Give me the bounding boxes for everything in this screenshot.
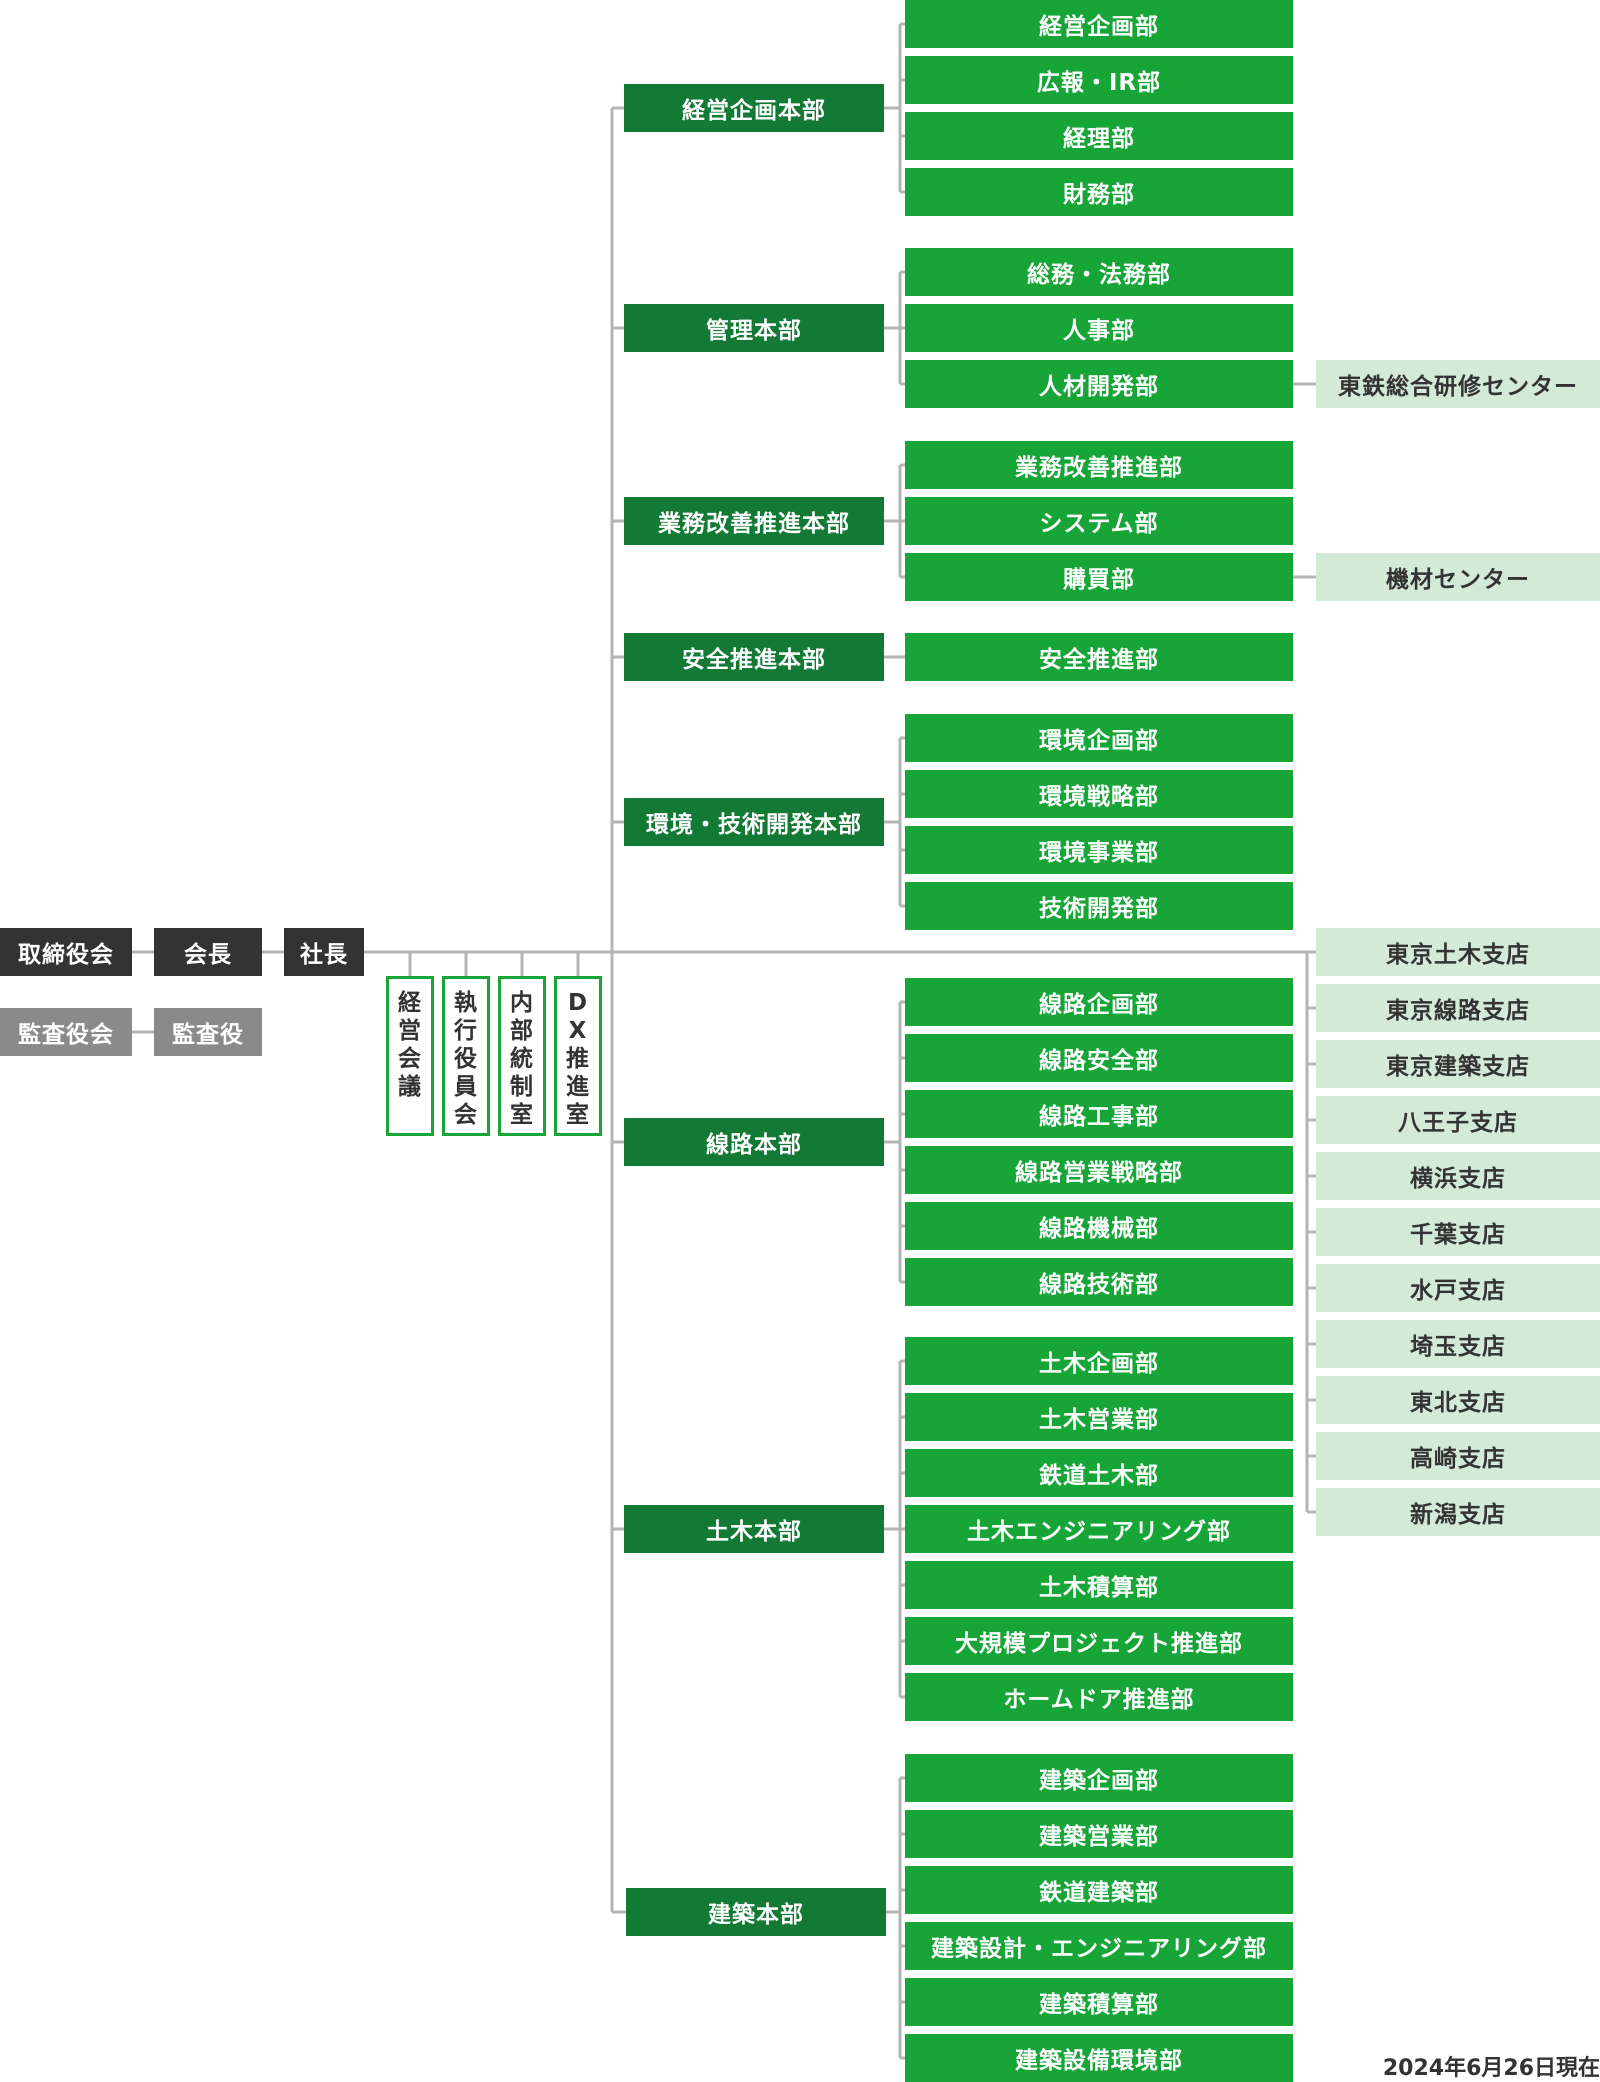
dept-box: 環境企画部: [905, 714, 1293, 762]
dept-box: 安全推進部: [905, 633, 1293, 681]
dept-box: 土木企画部: [905, 1337, 1293, 1385]
branch-box: 八王子支店: [1316, 1096, 1600, 1144]
hq-civil-engineering: 土木本部: [624, 1505, 884, 1553]
hq-safety: 安全推進本部: [624, 633, 884, 681]
dept-box: 経営企画部: [905, 0, 1293, 48]
branch-box: 千葉支店: [1316, 1208, 1600, 1256]
dept-box: 業務改善推進部: [905, 441, 1293, 489]
branch-box: 新潟支店: [1316, 1488, 1600, 1536]
hq-administration: 管理本部: [624, 304, 884, 352]
dept-box: ホームドア推進部: [905, 1673, 1293, 1721]
branch-box: 高崎支店: [1316, 1432, 1600, 1480]
dept-box: 環境戦略部: [905, 770, 1293, 818]
dept-box: 土木積算部: [905, 1561, 1293, 1609]
board-of-directors: 取締役会: [0, 928, 132, 976]
dept-box: 鉄道土木部: [905, 1449, 1293, 1497]
dept-box: 総務・法務部: [905, 248, 1293, 296]
dept-box: 建築企画部: [905, 1754, 1293, 1802]
hq-operational-improvement: 業務改善推進本部: [624, 497, 884, 545]
dept-box: 線路工事部: [905, 1090, 1293, 1138]
chairman: 会長: [154, 928, 262, 976]
staff-executive-officers: 執行役員会: [442, 976, 490, 1136]
hq-corporate-planning: 経営企画本部: [624, 84, 884, 132]
dept-box: 土木営業部: [905, 1393, 1293, 1441]
hq-architecture: 建築本部: [626, 1888, 886, 1936]
dept-box: 建築設計・エンジニアリング部: [905, 1922, 1293, 1970]
dept-box: 購買部: [905, 553, 1293, 601]
dept-box: 広報・IR部: [905, 56, 1293, 104]
hq-environment-technology: 環境・技術開発本部: [624, 798, 884, 846]
branch-box: 東北支店: [1316, 1376, 1600, 1424]
dept-box: 建築設備環境部: [905, 2034, 1293, 2082]
dept-box: 線路技術部: [905, 1258, 1293, 1306]
equipment-center: 機材センター: [1316, 553, 1600, 601]
as-of-date: 2024年6月26日現在: [1382, 2056, 1600, 2081]
dept-box: 鉄道建築部: [905, 1866, 1293, 1914]
dept-box: 経理部: [905, 112, 1293, 160]
branch-box: 水戸支店: [1316, 1264, 1600, 1312]
dept-box: システム部: [905, 497, 1293, 545]
branch-box: 東京土木支店: [1316, 928, 1600, 976]
audit-board: 監査役会: [0, 1008, 132, 1056]
branch-box: 東京建築支店: [1316, 1040, 1600, 1088]
auditor: 監査役: [154, 1008, 262, 1056]
dept-box: 線路機械部: [905, 1202, 1293, 1250]
branch-box: 埼玉支店: [1316, 1320, 1600, 1368]
dept-box: 技術開発部: [905, 882, 1293, 930]
dept-box: 土木エンジニアリング部: [905, 1505, 1293, 1553]
staff-management-meeting: 経営会議: [386, 976, 434, 1136]
president: 社長: [284, 928, 364, 976]
dept-box: 人事部: [905, 304, 1293, 352]
hq-track: 線路本部: [624, 1118, 884, 1166]
dept-box: 環境事業部: [905, 826, 1293, 874]
dept-box: 線路営業戦略部: [905, 1146, 1293, 1194]
branch-box: 東京線路支店: [1316, 984, 1600, 1032]
dept-box: 財務部: [905, 168, 1293, 216]
training-center: 東鉄総合研修センター: [1316, 360, 1600, 408]
staff-internal-control: 内部統制室: [498, 976, 546, 1136]
dept-box: 線路企画部: [905, 978, 1293, 1026]
dept-box: 人材開発部: [905, 360, 1293, 408]
dept-box: 大規模プロジェクト推進部: [905, 1617, 1293, 1665]
branch-box: 横浜支店: [1316, 1152, 1600, 1200]
dept-box: 建築営業部: [905, 1810, 1293, 1858]
dept-box: 建築積算部: [905, 1978, 1293, 2026]
dept-box: 線路安全部: [905, 1034, 1293, 1082]
